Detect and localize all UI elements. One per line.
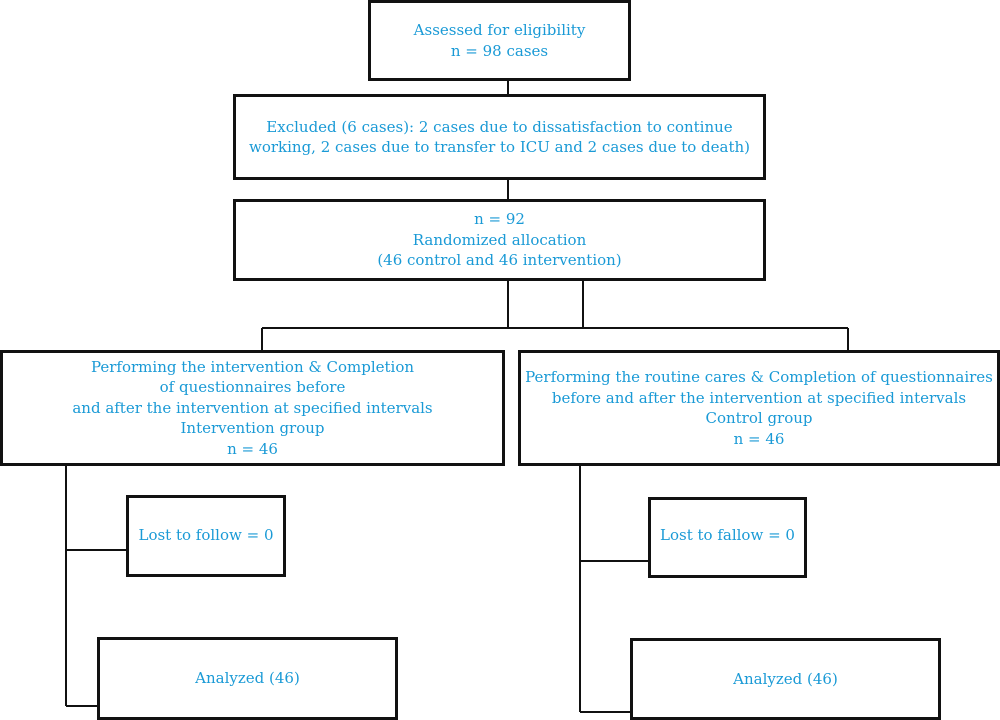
- intervention-line-1: Performing the intervention & Completion: [90, 357, 415, 376]
- control-group-box: Performing the routine cares & Completio…: [518, 350, 1000, 466]
- excluded-line-2: working, 2 cases due to transfer to ICU …: [248, 138, 751, 156]
- randomized-box: n = 92 Randomized allocation (46 control…: [233, 199, 766, 281]
- lost-intervention-text: Lost to follow = 0: [138, 526, 274, 544]
- randomized-line-3: (46 control and 46 intervention): [377, 251, 622, 270]
- intervention-line-2: of questionnaires before: [159, 378, 346, 397]
- analyzed-intervention-box: Analyzed (46): [97, 637, 398, 720]
- excluded-line-1: Excluded (6 cases): 2 cases due to dissa…: [266, 117, 733, 136]
- control-line-4: n = 46: [733, 429, 785, 448]
- control-line-2: before and after the intervention at spe…: [551, 388, 967, 407]
- eligibility-line-2: n = 98 cases: [450, 41, 549, 60]
- eligibility-line-1: Assessed for eligibility: [413, 21, 586, 39]
- intervention-line-5: n = 46: [227, 439, 278, 458]
- lost-to-follow-intervention-box: Lost to follow = 0: [126, 495, 286, 577]
- analyzed-control-box: Analyzed (46): [630, 638, 941, 720]
- control-line-3: Control group: [705, 409, 813, 427]
- lost-to-follow-control-box: Lost to fallow = 0: [648, 497, 807, 578]
- intervention-group-box: Performing the intervention & Completion…: [0, 350, 505, 466]
- intervention-line-4: Intervention group: [180, 419, 325, 438]
- randomized-line-1: n = 92: [474, 210, 525, 229]
- lost-control-text: Lost to fallow = 0: [660, 526, 795, 544]
- excluded-box: Excluded (6 cases): 2 cases due to dissa…: [233, 94, 766, 180]
- control-line-1: Performing the routine cares & Completio…: [525, 368, 993, 386]
- randomized-line-2: Randomized allocation: [412, 230, 587, 249]
- analyzed-control-text: Analyzed (46): [733, 669, 838, 688]
- intervention-line-3: and after the intervention at specified …: [72, 398, 433, 417]
- eligibility-box: Assessed for eligibility n = 98 cases: [368, 0, 631, 81]
- analyzed-intervention-text: Analyzed (46): [195, 669, 300, 688]
